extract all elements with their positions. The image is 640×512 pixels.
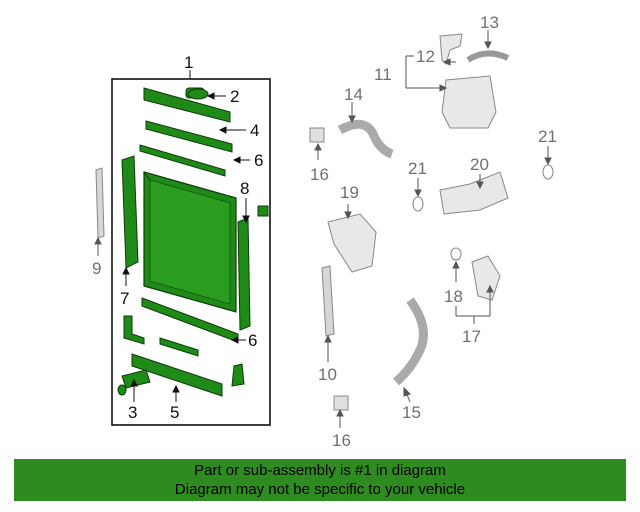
water-inlet <box>327 213 377 273</box>
thermostat-housing <box>471 255 501 301</box>
callout-21-right: 21 <box>538 127 557 146</box>
banner-line-2: Diagram may not be specific to your vehi… <box>174 481 466 498</box>
callout-10: 10 <box>318 365 337 384</box>
callout-6-lower: 6 <box>248 331 257 350</box>
lower-brackets <box>123 315 245 387</box>
callout-9: 9 <box>92 259 101 278</box>
callout-7: 7 <box>120 289 129 308</box>
seal-upper <box>139 144 226 177</box>
callout-17: 17 <box>462 327 481 346</box>
radiator-cap <box>187 88 209 100</box>
upper-hose <box>337 119 394 159</box>
callout-20: 20 <box>470 155 489 174</box>
hose-clamp-lower <box>333 395 349 411</box>
side-seal-left <box>95 167 105 239</box>
gasket-right <box>542 164 554 180</box>
callout-4: 4 <box>250 121 259 140</box>
banner-line-1: Part or sub-assembly is #1 in diagram <box>194 462 446 479</box>
callout-13: 13 <box>480 13 499 32</box>
diagram-notice-banner: Part or sub-assembly is #1 in diagram Di… <box>14 459 626 501</box>
gasket-small <box>450 247 462 261</box>
callout-12: 12 <box>416 47 435 66</box>
radiator-upper-tank <box>143 87 231 123</box>
radiator-core <box>143 171 237 313</box>
leader-lines <box>122 70 250 402</box>
reservoir-tank <box>441 75 497 129</box>
callout-19: 19 <box>340 183 359 202</box>
hose-clamp-upper <box>309 127 325 143</box>
bypass-pipe <box>439 171 509 215</box>
sub-assembly-box <box>111 78 271 426</box>
parts-diagram: 1 2 4 6 8 7 6 3 5 9 10 11 12 13 14 16 19… <box>92 13 557 450</box>
callout-3: 3 <box>128 403 137 422</box>
right-side-tank <box>237 217 251 331</box>
reservoir-cap <box>439 33 463 65</box>
drain-bolt <box>257 205 269 217</box>
callout-15: 15 <box>402 403 421 422</box>
callout-6-upper: 6 <box>254 151 263 170</box>
callout-16-lower: 16 <box>332 431 351 450</box>
side-seal-lower <box>321 265 335 337</box>
upper-support-seal <box>145 120 233 153</box>
overflow-hose <box>466 50 510 63</box>
callout-5: 5 <box>170 403 179 422</box>
callout-11: 11 <box>374 65 392 84</box>
callout-1: 1 <box>184 53 193 72</box>
left-side-tank <box>121 155 139 269</box>
leader-lines-grey <box>94 30 552 428</box>
callout-18: 18 <box>444 287 463 306</box>
callout-21-left: 21 <box>408 159 427 178</box>
radiator-lower-tank <box>131 353 223 397</box>
callout-14: 14 <box>344 85 363 104</box>
callout-8: 8 <box>240 179 249 198</box>
callout-16-upper: 16 <box>310 165 329 184</box>
lower-hose <box>393 297 428 386</box>
callout-2: 2 <box>230 87 239 106</box>
gasket-left <box>412 196 424 212</box>
drain-cock <box>117 369 151 396</box>
